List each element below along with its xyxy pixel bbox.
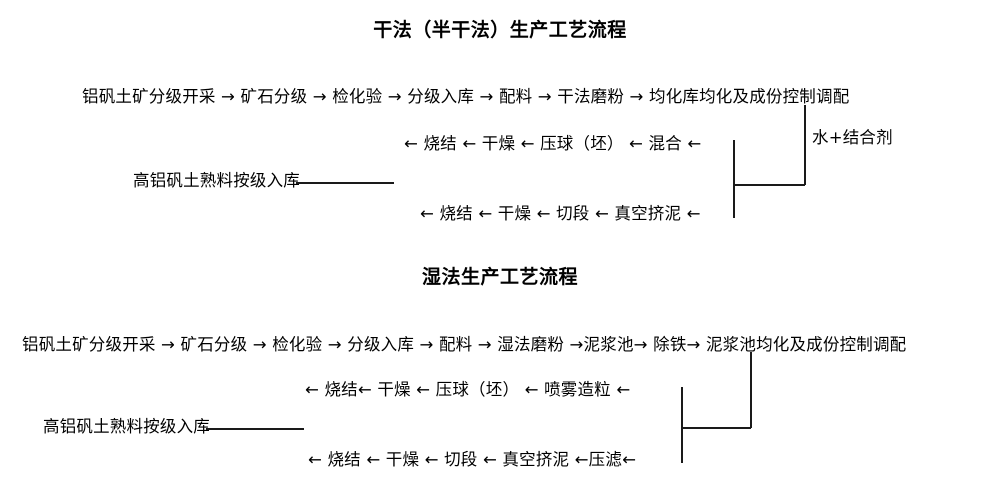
dry-process-title: 干法（半干法）生产工艺流程 bbox=[373, 19, 627, 41]
wet-process-title: 湿法生产工艺流程 bbox=[421, 266, 578, 288]
dry-connector-horizontal bbox=[733, 184, 805, 186]
dry-process-row-2: ← 烧结 ← 干燥 ← 压球（坯） ← 混合 ← bbox=[404, 134, 702, 153]
wet-clinker-warehouse-label: 高铝矾土熟料按级入库 bbox=[43, 417, 210, 436]
wet-connector-vertical-left bbox=[681, 387, 683, 463]
dry-connector-vertical-left bbox=[733, 140, 735, 218]
dry-additive-label: 水+结合剂 bbox=[812, 128, 893, 147]
wet-process-row-2: ← 烧结← 干燥 ← 压球（坯） ← 喷雾造粒 ← bbox=[305, 380, 631, 399]
dry-process-row-1: 铝矾土矿分级开采 → 矿石分级 → 检化验 → 分级入库 → 配料 → 干法磨粉… bbox=[82, 87, 850, 106]
wet-connector-horizontal bbox=[681, 427, 751, 429]
wet-connector-vertical-right bbox=[750, 352, 752, 428]
wet-clinker-feed-line bbox=[206, 428, 304, 430]
dry-clinker-warehouse-label: 高铝矾土熟料按级入库 bbox=[133, 171, 300, 190]
wet-process-row-4: ← 烧结 ← 干燥 ← 切段 ← 真空挤泥 ←压滤← bbox=[308, 450, 637, 469]
dry-process-row-4: ← 烧结 ← 干燥 ← 切段 ← 真空挤泥 ← bbox=[420, 204, 701, 223]
dry-connector-vertical-right bbox=[804, 105, 806, 185]
dry-clinker-feed-line bbox=[296, 182, 394, 184]
wet-process-row-1: 铝矾土矿分级开采 → 矿石分级 → 检化验 → 分级入库 → 配料 → 湿法磨粉… bbox=[22, 335, 907, 354]
